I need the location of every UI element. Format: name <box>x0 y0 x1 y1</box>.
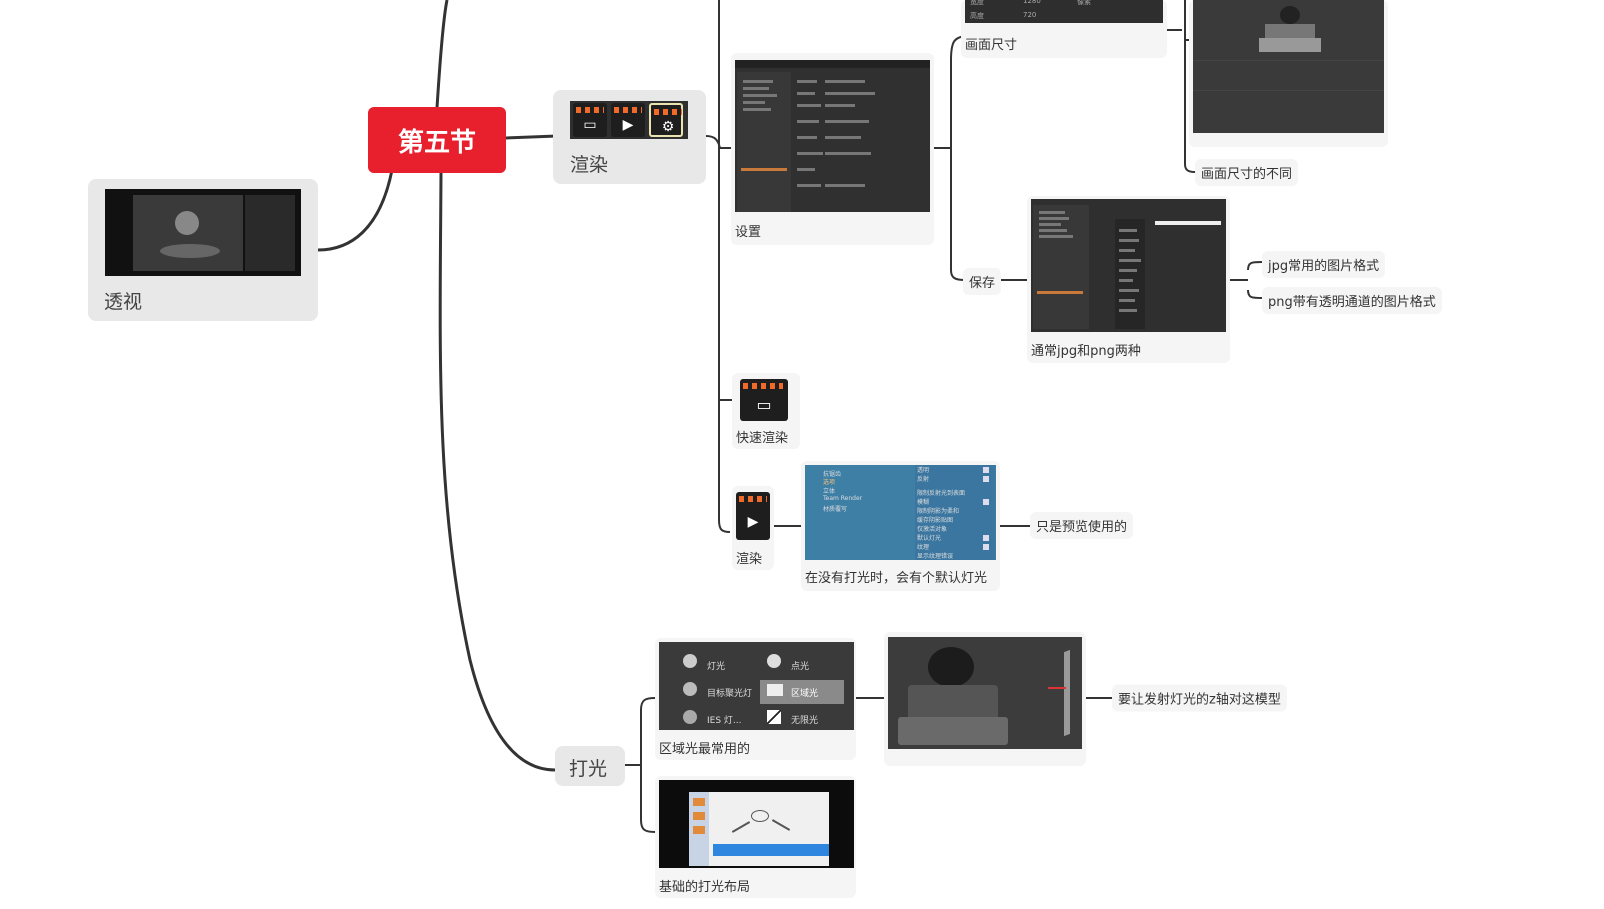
frame-size-difference-node[interactable]: 画面尺寸的不同 <box>1195 159 1299 186</box>
panel-opt-11: 显示纹理错误 <box>917 553 954 560</box>
light-menu-point: 点光 <box>791 662 810 672</box>
light-menu-light: 灯光 <box>707 662 726 672</box>
settings-label: 设置 <box>735 225 762 240</box>
z-axis-note-node[interactable]: 要让发射灯光的z轴对这模型 <box>1112 684 1287 712</box>
png-format-label: png带有透明通道的图片格式 <box>1268 295 1436 310</box>
frame-size-screenshot: 宽度 1280 像素 高度 720 <box>965 0 1163 23</box>
png-format-node[interactable]: png带有透明通道的图片格式 <box>1262 287 1442 314</box>
light-menu-ies: IES 灯... <box>707 716 742 726</box>
preview-only-node[interactable]: 只是预览使用的 <box>1030 512 1134 539</box>
render-view-label: 渲染 <box>736 552 763 567</box>
perspective-label: 透视 <box>104 291 143 313</box>
perspective-node[interactable]: 透视 <box>88 179 318 321</box>
save-formats-label: 通常jpg和png两种 <box>1031 344 1141 359</box>
render-view-icon: ▭ <box>573 103 607 137</box>
panel-item-team-render: Team Render <box>823 495 863 502</box>
save-formats-node[interactable]: 通常jpg和png两种 <box>1027 196 1230 363</box>
spot-icon <box>683 682 697 696</box>
light-menu-screenshot: 灯光 点光 目标聚光灯 区域光 IES 灯... 无限光 <box>659 642 854 730</box>
frame-size-viewport <box>1193 0 1384 133</box>
basic-layout-screenshot <box>659 780 854 868</box>
quick-render-icon: ▭ <box>740 379 788 421</box>
area-light-scene-node[interactable] <box>884 632 1086 766</box>
basic-layout-label: 基础的打光布局 <box>659 880 751 895</box>
render-settings-screenshot <box>735 60 930 212</box>
panel-item-stereo: 立体 <box>823 488 836 495</box>
point-light-icon <box>767 654 781 668</box>
panel-item-material-override: 材质覆写 <box>823 506 848 513</box>
area-light-label: 区域光最常用的 <box>659 742 751 757</box>
panel-opt-9: 默认灯光 <box>917 535 942 542</box>
render-options-panel: 抗锯齿 选项 立体 Team Render 材质覆写 透明 反射 限制反射光到表… <box>805 465 996 560</box>
default-light-node[interactable]: 抗锯齿 选项 立体 Team Render 材质覆写 透明 反射 限制反射光到表… <box>801 461 1000 591</box>
height-field-label: 高度 <box>970 12 984 20</box>
panel-opt-6: 限制阴影为柔和 <box>917 508 960 515</box>
unit-select: 像素 <box>1077 0 1091 6</box>
render-node[interactable]: ▭ ▶ ⚙ 渲染 <box>553 90 706 184</box>
panel-item-options: 选项 <box>823 479 836 486</box>
light-menu-infinite: 无限光 <box>791 716 819 726</box>
light-menu-area: 区域光 <box>791 689 819 699</box>
render-picture-viewer-icon: ▶ <box>736 492 770 540</box>
frame-size-node[interactable]: 宽度 1280 像素 高度 720 画面尺寸 <box>961 0 1167 58</box>
lighting-label: 打光 <box>569 758 608 780</box>
z-axis-note-label: 要让发射灯光的z轴对这模型 <box>1118 692 1281 708</box>
save-label: 保存 <box>969 276 996 291</box>
panel-opt-4: 限制反射光到表面 <box>917 490 966 497</box>
save-node[interactable]: 保存 <box>963 268 1002 295</box>
light-menu-target-spot: 目标聚光灯 <box>707 689 753 699</box>
basic-layout-node[interactable]: 基础的打光布局 <box>655 776 856 898</box>
lighting-node[interactable]: 打光 <box>555 746 625 786</box>
save-settings-screenshot <box>1031 199 1226 332</box>
panel-opt-7: 缓存阴影贴图 <box>917 517 954 524</box>
frame-size-preview-node[interactable] <box>1189 0 1388 147</box>
area-light-node[interactable]: 灯光 点光 目标聚光灯 区域光 IES 灯... 无限光 区域光最常用的 <box>655 638 856 760</box>
panel-opt-5: 模糊 <box>917 499 930 506</box>
panel-opt-8: 仅激活对象 <box>917 526 948 533</box>
jpg-format-node[interactable]: jpg常用的图片格式 <box>1262 251 1386 278</box>
height-field-value: 720 <box>1023 11 1037 19</box>
render-view-node[interactable]: ▶ 渲染 <box>732 486 774 570</box>
bulb-icon <box>683 654 697 668</box>
root-label: 第五节 <box>397 127 476 158</box>
area-light-scene-viewport <box>888 637 1082 749</box>
area-light-icon <box>767 684 783 696</box>
render-label: 渲染 <box>570 154 609 176</box>
panel-opt-1: 透明 <box>917 467 930 474</box>
jpg-format-label: jpg常用的图片格式 <box>1268 259 1380 274</box>
perspective-screenshot <box>105 189 301 276</box>
settings-node[interactable]: 设置 <box>731 53 934 245</box>
panel-opt-10: 纹理 <box>917 544 930 551</box>
preview-only-label: 只是预览使用的 <box>1036 520 1128 535</box>
default-light-label: 在没有打光时，会有个默认灯光 <box>805 571 988 586</box>
quick-render-label: 快速渲染 <box>736 431 789 446</box>
frame-size-difference-label: 画面尺寸的不同 <box>1201 167 1293 182</box>
frame-size-label: 画面尺寸 <box>965 38 1018 53</box>
render-toolbar-image: ▭ ▶ ⚙ <box>570 101 688 139</box>
render-settings-icon: ⚙ <box>649 103 683 137</box>
quick-render-node[interactable]: ▭ 快速渲染 <box>732 373 800 449</box>
width-field-label: 宽度 <box>970 0 984 6</box>
width-field-value: 1280 <box>1023 0 1041 5</box>
ies-icon <box>683 710 697 724</box>
render-picture-icon: ▶ <box>611 103 645 137</box>
infinite-light-icon <box>767 710 781 724</box>
panel-opt-2: 反射 <box>917 476 930 483</box>
root-node[interactable]: 第五节 <box>368 107 506 173</box>
panel-item-antialias: 抗锯齿 <box>823 471 842 478</box>
